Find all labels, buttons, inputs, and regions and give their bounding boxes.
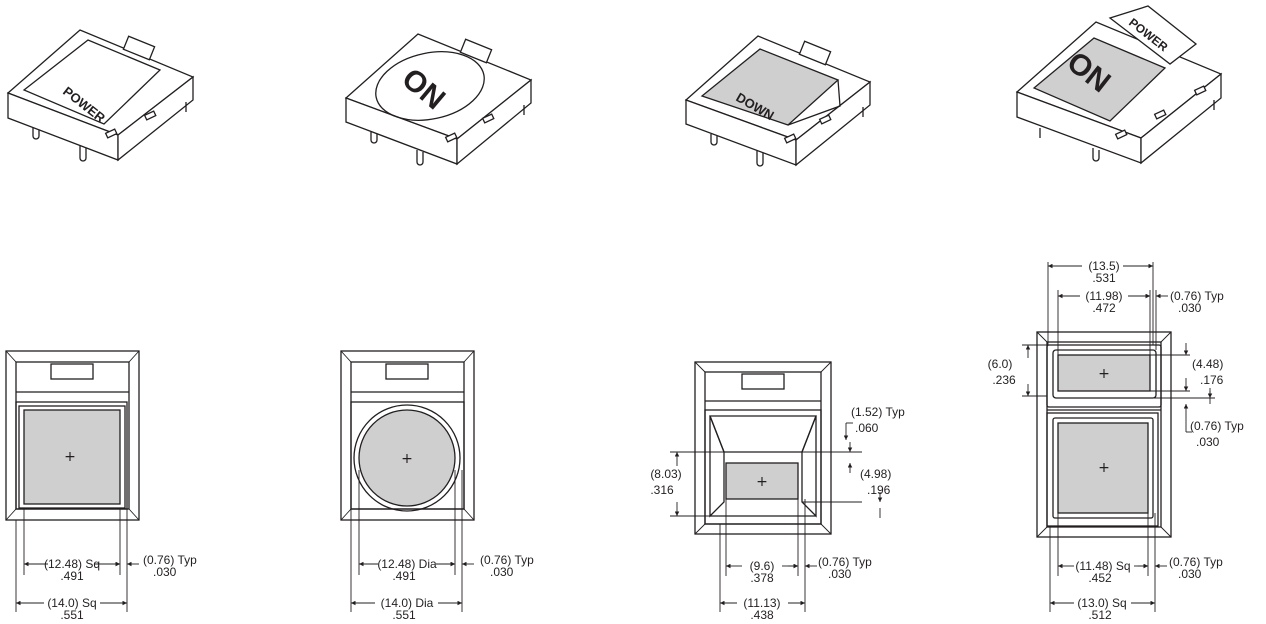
- svg-text:+: +: [401, 451, 413, 467]
- svg-text:.452: .452: [1088, 571, 1112, 585]
- svg-text:.030: .030: [1196, 435, 1220, 449]
- svg-text:.316: .316: [650, 483, 674, 497]
- svg-text:+: +: [64, 449, 76, 465]
- svg-text:.176: .176: [1200, 373, 1224, 387]
- dual-power-legend-face: [1108, 5, 1198, 65]
- svg-text:.551: .551: [392, 608, 416, 622]
- round-outer-dim: (14.0) Dia: [381, 596, 434, 610]
- indicator-window: [50, 363, 94, 380]
- front-round-switch: + (12.48) Dia .491 (0.76) Typ .030 (14.0…: [340, 350, 534, 622]
- svg-text:.438: .438: [750, 608, 774, 622]
- square-cap: [23, 409, 121, 505]
- iso-power-switch: POWER: [6, 29, 195, 162]
- svg-text:+: +: [1098, 460, 1110, 476]
- front-rocker-switch: + (1.52) Typ .060 (8.03) .316 (4.98) .19…: [650, 361, 905, 622]
- svg-text:.060: .060: [855, 421, 879, 435]
- rocker-height-dim: (8.03): [650, 467, 681, 481]
- rocker-window-dim: (4.98): [860, 467, 891, 481]
- dual-legend-height-dim: (6.0): [988, 357, 1013, 371]
- dual-legend-window: [1057, 354, 1151, 392]
- dual-window-dim: (4.48): [1192, 357, 1223, 371]
- dual-inner-dim: (11.98): [1085, 289, 1122, 303]
- svg-text:.030: .030: [828, 567, 852, 581]
- svg-text:.472: .472: [1092, 301, 1116, 315]
- front-dual-switch: + + (13.5) .531 (11.98) .472 (0.76) Typ …: [988, 259, 1244, 622]
- rocker-cap-window: [725, 462, 799, 500]
- indicator-window: [122, 35, 156, 61]
- round-cap-dim: (12.48) Dia: [377, 557, 437, 571]
- dual-cap-dim: (11.48) Sq: [1075, 559, 1130, 573]
- front-square-switch: + (12.48) Sq .491 (0.76) Typ .030 (14.0)…: [5, 350, 197, 622]
- svg-text:.531: .531: [1092, 271, 1116, 285]
- dual-outer-dim: (13.0) Sq: [1077, 596, 1126, 610]
- square-gap-dim: (0.76) Typ: [143, 553, 197, 567]
- iso-down-switch: DOWN: [684, 35, 872, 167]
- dual-width-dim: (13.5): [1088, 259, 1119, 273]
- svg-text:.030: .030: [1178, 567, 1202, 581]
- dual-gap-side-dim: (0.76) Typ: [1190, 419, 1244, 433]
- round-cap: [358, 409, 456, 507]
- svg-text:.491: .491: [392, 569, 416, 583]
- svg-text:.236: .236: [992, 373, 1016, 387]
- dual-on-cap: [1032, 37, 1167, 122]
- square-cap-dim: (12.48) Sq: [44, 557, 100, 571]
- svg-text:+: +: [1098, 366, 1110, 382]
- svg-text:+: +: [756, 474, 768, 490]
- svg-text:.512: .512: [1088, 608, 1112, 622]
- svg-text:.030: .030: [153, 565, 177, 579]
- dual-main-cap: [1057, 422, 1149, 514]
- power-cap-face: [22, 39, 162, 125]
- iso-on-switch: ON: [344, 33, 533, 166]
- rocker-top-dim: (1.52) Typ: [851, 405, 905, 419]
- square-outer-dim: (14.0) Sq: [47, 596, 96, 610]
- svg-text:.491: .491: [60, 569, 84, 583]
- rocker-outer-dim: (11.13): [743, 596, 780, 610]
- svg-text:.030: .030: [1178, 301, 1202, 315]
- dual-gap-top-dim: (0.76) Typ: [1170, 289, 1224, 303]
- svg-text:.378: .378: [750, 571, 774, 585]
- iso-dual-switch: ON POWER: [1015, 5, 1223, 165]
- svg-text:.551: .551: [60, 608, 84, 622]
- rocker-cap-dim: (9.6): [750, 559, 775, 573]
- dual-gap-bottom-dim: (0.76) Typ: [1169, 555, 1223, 569]
- rocker-gap-dim: (0.76) Typ: [818, 555, 872, 569]
- svg-text:.030: .030: [490, 565, 514, 579]
- round-gap-dim: (0.76) Typ: [480, 553, 534, 567]
- svg-text:.196: .196: [867, 483, 891, 497]
- on-cap-face: [375, 51, 485, 121]
